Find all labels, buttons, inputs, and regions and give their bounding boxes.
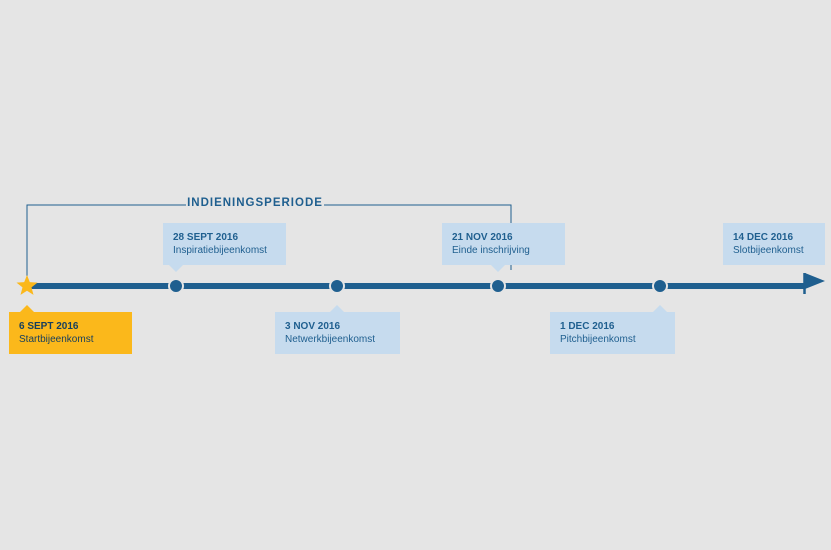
- callout-pointer: [20, 305, 34, 312]
- period-label: INDIENINGSPERIODE: [186, 197, 324, 209]
- milestone-date: 6 SEPT 2016: [19, 321, 79, 332]
- milestone-dot: [652, 278, 668, 294]
- milestone-label: Inspiratiebijeenkomst: [173, 245, 267, 256]
- milestone-label: Slotbijeenkomst: [733, 245, 804, 256]
- milestone-dot: [329, 278, 345, 294]
- milestone-date: 21 NOV 2016: [452, 232, 513, 243]
- callout-pointer: [169, 265, 183, 272]
- milestone-label: Startbijeenkomst: [19, 334, 94, 345]
- milestone-callout-netwerkbijeenkomst: 3 NOV 2016 Netwerkbijeenkomst: [275, 305, 400, 354]
- milestone-date: 3 NOV 2016: [285, 321, 341, 332]
- milestone-dot: [168, 278, 184, 294]
- milestone-label: Einde inschrijving: [452, 245, 530, 256]
- milestone-callout-einde-inschrijving: 21 NOV 2016 Einde inschrijving: [442, 223, 565, 272]
- flag-icon: [803, 273, 825, 294]
- milestone-label: Netwerkbijeenkomst: [285, 334, 376, 345]
- milestone-callout-startbijeenkomst: 6 SEPT 2016 Startbijeenkomst: [9, 305, 132, 354]
- milestone-date: 1 DEC 2016: [560, 321, 615, 332]
- milestone-date: 14 DEC 2016: [733, 232, 794, 243]
- milestone-callout-pitchbijeenkomst: 1 DEC 2016 Pitchbijeenkomst: [550, 305, 675, 354]
- callout-pointer: [491, 265, 505, 272]
- milestone-callout-inspiratiebijeenkomst: 28 SEPT 2016 Inspiratiebijeenkomst: [163, 223, 286, 272]
- callout-pointer: [653, 305, 667, 312]
- milestone-date: 28 SEPT 2016: [173, 232, 239, 243]
- milestone-label: Pitchbijeenkomst: [560, 334, 636, 345]
- milestone-callout-slotbijeenkomst: 14 DEC 2016 Slotbijeenkomst: [723, 223, 825, 265]
- milestone-dot: [490, 278, 506, 294]
- star-icon: [16, 275, 38, 295]
- callout-pointer: [330, 305, 344, 312]
